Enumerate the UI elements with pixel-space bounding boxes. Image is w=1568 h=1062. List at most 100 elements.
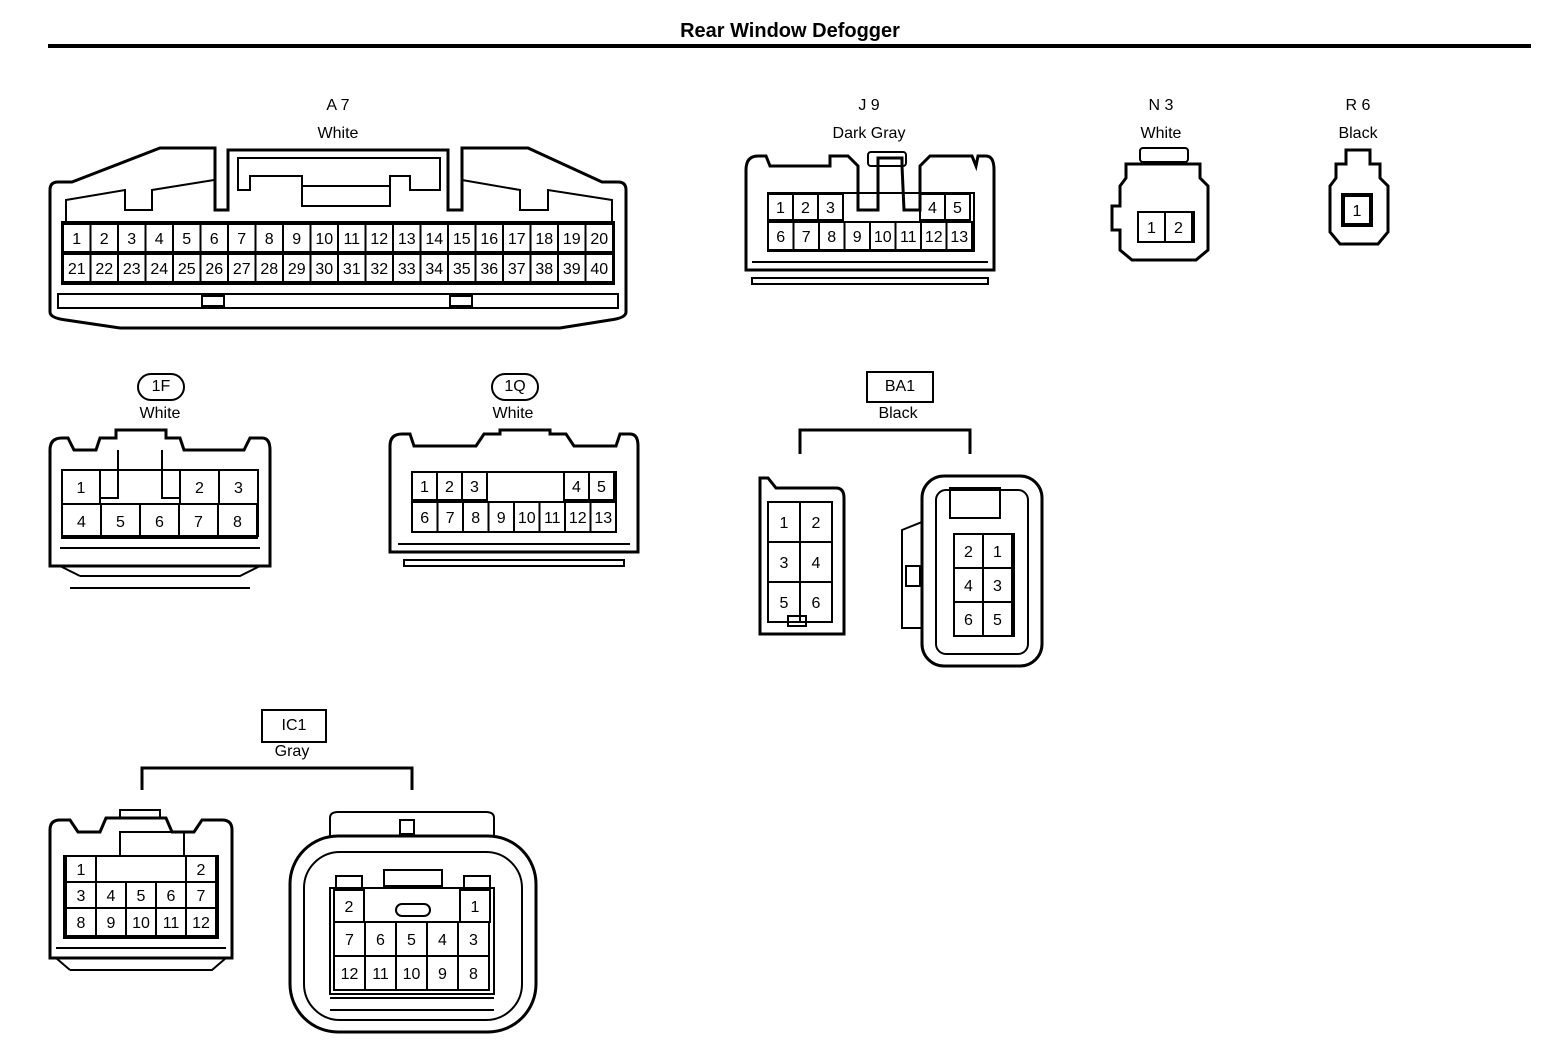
a7-pin-18: 18 [529,223,559,253]
ic1-right-pin-6: 6 [364,921,397,957]
ba1-left-pin-2: 2 [799,501,833,543]
r6-pin-1: 1 [1343,195,1371,225]
ic1-left-pin-12: 12 [185,907,217,937]
svg-text:34: 34 [425,261,443,278]
svg-text:4: 4 [812,555,821,572]
1f-pin-2: 2 [179,469,220,505]
j9-pin-4: 4 [919,193,946,221]
a7-pin-37: 37 [502,253,532,283]
j9-pin-8: 8 [818,221,846,251]
ic1-left-pin-2: 2 [185,855,217,883]
svg-text:37: 37 [508,261,526,278]
j9-pin-6: 6 [767,221,795,251]
svg-text:3: 3 [469,932,478,949]
svg-text:22: 22 [95,261,113,278]
a7-pin-17: 17 [502,223,532,253]
svg-text:40: 40 [590,261,608,278]
a7-pin-27: 27 [227,253,257,283]
connector-1f-body [48,428,272,589]
connector-code-r6: R 6 [1345,97,1371,114]
a7-pin-40: 40 [584,253,614,283]
svg-text:36: 36 [480,261,498,278]
svg-text:7: 7 [197,888,206,905]
svg-text:8: 8 [233,514,242,531]
svg-text:12: 12 [569,510,587,527]
a7-pin-39: 39 [557,253,587,283]
connector-code-ic1: IC1 [261,709,327,743]
j9-pin-10: 10 [869,221,897,251]
1f-pin-3: 3 [218,469,259,505]
ic1-left-pin-4: 4 [95,881,127,909]
svg-text:7: 7 [446,510,455,527]
1q-pin-10: 10 [513,501,541,533]
ic1-left-pin-9: 9 [95,907,127,937]
ba1-left-pin-3: 3 [767,541,801,583]
svg-text:28: 28 [260,261,278,278]
ba1-right-pin-2: 2 [953,533,984,569]
j9-pin-1: 1 [767,193,794,221]
connector-code-n3: N 3 [1148,97,1174,114]
1f-pin-4: 4 [61,503,102,539]
connector-j9-body [744,151,996,285]
svg-text:4: 4 [77,514,86,531]
svg-text:2: 2 [345,899,354,916]
ic1-left-pin-6: 6 [155,881,187,909]
ba1-right-pin-3: 3 [982,567,1013,603]
ic1-right-pin-8: 8 [457,955,490,991]
svg-text:32: 32 [370,261,388,278]
a7-pin-31: 31 [337,253,367,283]
a7-pin-3: 3 [117,223,147,253]
svg-text:1: 1 [776,200,785,217]
svg-text:2: 2 [964,544,973,561]
svg-text:2: 2 [812,515,821,532]
svg-text:9: 9 [292,231,301,248]
1f-pin-6: 6 [139,503,180,539]
svg-text:9: 9 [497,510,506,527]
svg-text:13: 13 [594,510,612,527]
a7-pin-25: 25 [172,253,202,283]
svg-text:11: 11 [372,966,389,983]
svg-text:25: 25 [178,261,196,278]
svg-text:5: 5 [182,231,191,248]
ba1-right-pin-5: 5 [982,601,1013,637]
a7-pin-38: 38 [529,253,559,283]
connector-code-ba1: BA1 [866,371,934,403]
svg-text:11: 11 [163,915,180,932]
svg-text:1: 1 [77,480,86,497]
svg-text:10: 10 [403,966,421,983]
a7-pin-35: 35 [447,253,477,283]
connector-1q-body [388,428,640,567]
a7-pin-21: 21 [62,253,92,283]
svg-text:30: 30 [315,261,333,278]
a7-pin-7: 7 [227,223,257,253]
svg-text:6: 6 [376,932,385,949]
svg-text:2: 2 [801,200,810,217]
svg-text:4: 4 [107,888,116,905]
ic1-left-pin-7: 7 [185,881,217,909]
svg-text:20: 20 [590,231,608,248]
svg-text:6: 6 [155,514,164,531]
svg-text:3: 3 [127,231,136,248]
svg-text:5: 5 [137,888,146,905]
svg-text:1: 1 [72,231,81,248]
connector-code-j9: J 9 [858,97,880,114]
svg-text:17: 17 [508,231,526,248]
svg-text:5: 5 [780,595,789,612]
a7-pin-26: 26 [199,253,229,283]
connector-color-j9: Dark Gray [832,125,906,142]
a7-pin-33: 33 [392,253,422,283]
j9-pin-13: 13 [945,221,973,251]
1q-pin-4: 4 [563,471,590,501]
ic1-left-pin-10: 10 [125,907,157,937]
connector-a7-body [48,146,628,330]
a7-pin-6: 6 [199,223,229,253]
a7-pin-32: 32 [364,253,394,283]
a7-pin-13: 13 [392,223,422,253]
connector-color-a7: White [317,125,359,142]
svg-text:2: 2 [100,231,109,248]
j9-pin-11: 11 [894,221,922,251]
svg-text:19: 19 [563,231,581,248]
connector-color-1f: White [139,405,181,422]
svg-text:1: 1 [780,515,789,532]
svg-text:12: 12 [341,966,359,983]
